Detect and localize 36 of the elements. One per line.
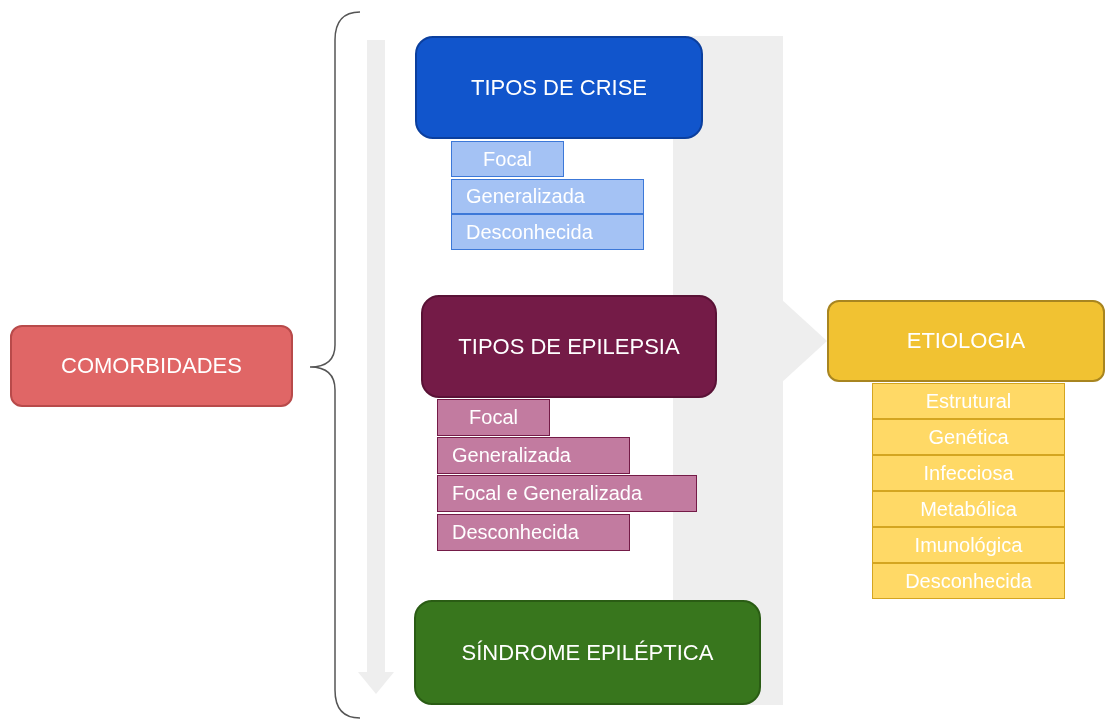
category-box (421, 295, 717, 398)
category-title: SÍNDROME EPILÉPTICA (461, 639, 714, 666)
category-title: TIPOS DE CRISE (470, 74, 647, 101)
item-box (872, 383, 1065, 419)
item-box (872, 527, 1065, 563)
item-label: Focal e Generalizada (452, 482, 643, 505)
item-label: Imunológica (914, 533, 1023, 557)
item-label: Desconhecida (905, 569, 1032, 593)
item-label: Generalizada (466, 185, 585, 208)
item-label: Focal (469, 406, 518, 429)
item-box (872, 419, 1065, 455)
item-box (437, 399, 550, 436)
category-title: COMORBIDADES (61, 353, 242, 379)
item-box (451, 179, 644, 214)
item-box (872, 455, 1065, 491)
category-box (414, 600, 761, 705)
item-box (872, 563, 1065, 599)
item-label: Infecciosa (923, 461, 1014, 485)
item-box (451, 141, 564, 177)
item-label: Estrutural (925, 389, 1012, 413)
item-label: Focal (483, 147, 532, 171)
category-box (827, 300, 1105, 382)
item-box (872, 491, 1065, 527)
category-box (415, 36, 703, 139)
item-box (437, 514, 630, 551)
item-label: Metabólica (920, 497, 1017, 521)
category-title: ETIOLOGIA (906, 328, 1026, 354)
item-box (451, 214, 644, 250)
item-label: Genética (928, 425, 1009, 449)
item-label: Generalizada (452, 444, 571, 467)
category-title: TIPOS DE EPILEPSIA (458, 333, 680, 360)
item-label: Desconhecida (466, 220, 593, 244)
item-box (437, 475, 697, 512)
category-box (10, 325, 293, 407)
item-box (437, 437, 630, 474)
item-label: Desconhecida (452, 521, 579, 544)
